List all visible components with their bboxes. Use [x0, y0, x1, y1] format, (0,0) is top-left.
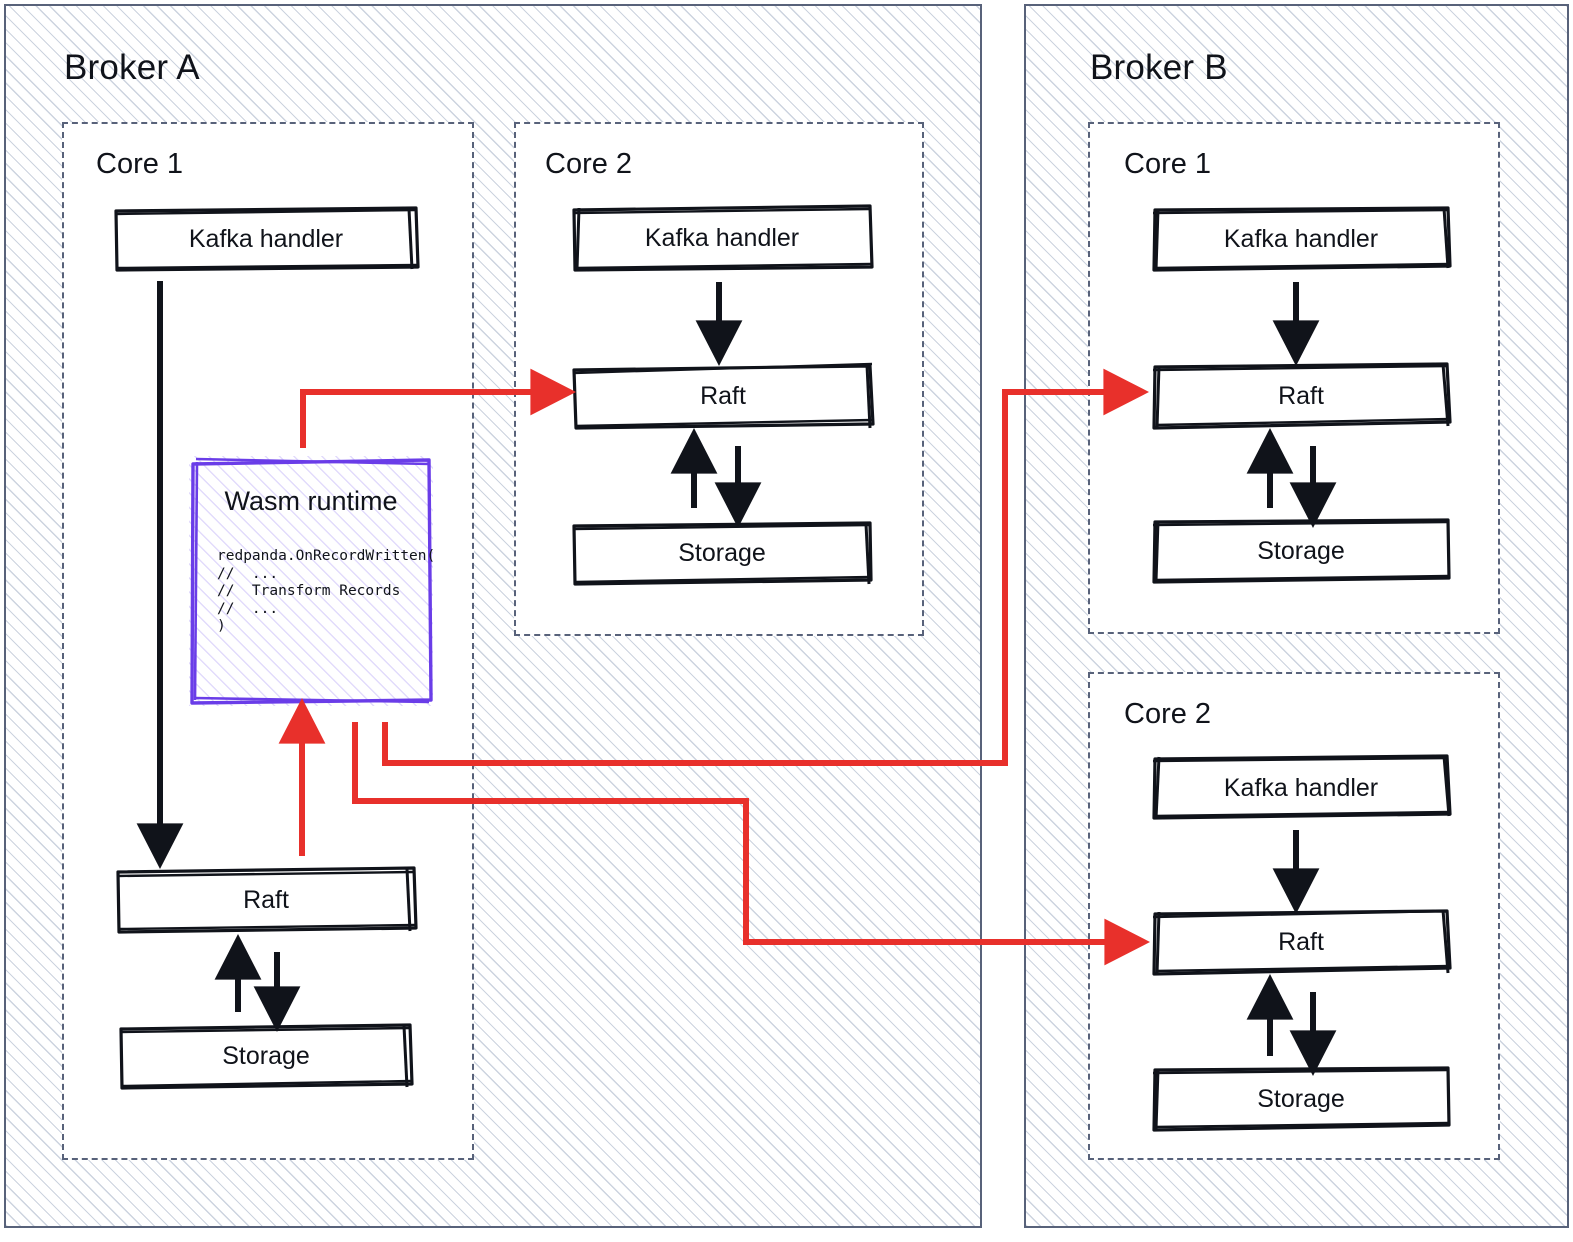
box-label: Raft [700, 381, 746, 410]
box-label: Kafka handler [644, 223, 800, 252]
box-label: Kafka handler [1223, 224, 1379, 253]
box-b2-raft: Raft [1150, 908, 1452, 976]
broker-b-core-1-title: Core 1 [1124, 148, 1212, 180]
box-a1-kafka-handler: Kafka handler [113, 206, 420, 272]
box-label: Kafka handler [188, 224, 344, 253]
box-label: Storage [1257, 536, 1345, 565]
box-label: Kafka handler [1223, 773, 1379, 802]
box-a1-storage: Storage [118, 1022, 414, 1090]
sketch-frame [572, 204, 874, 272]
broker-a-core-2-title: Core 2 [545, 148, 633, 180]
sketch-frame [1152, 362, 1452, 430]
sketch-frame [1152, 518, 1451, 584]
box-label: Raft [243, 885, 289, 914]
box-b1-raft: Raft [1150, 362, 1452, 430]
broker-b-title: Broker B [1090, 48, 1228, 87]
box-b2-kafka-handler: Kafka handler [1150, 754, 1452, 822]
broker-b-core-2-title: Core 2 [1124, 698, 1212, 730]
box-b1-kafka-handler: Kafka handler [1150, 206, 1452, 272]
box-a1-wasm-runtime: Wasm runtime redpanda.OnRecordWritten( /… [189, 456, 436, 706]
wasm-runtime-title: Wasm runtime [224, 486, 398, 516]
wasm-runtime-code: redpanda.OnRecordWritten( // ... // Tran… [217, 548, 436, 634]
sketch-frame [114, 206, 420, 272]
sketch-frame [1152, 206, 1452, 272]
broker-a-title: Broker A [64, 48, 200, 87]
box-a2-kafka-handler: Kafka handler [570, 204, 874, 272]
sketch-frame [1152, 754, 1452, 820]
box-b2-storage: Storage [1150, 1066, 1452, 1132]
box-label: Raft [1278, 927, 1324, 956]
box-label: Raft [1278, 381, 1324, 410]
box-a1-raft: Raft [114, 866, 418, 934]
box-label: Storage [1257, 1084, 1345, 1113]
box-a2-raft: Raft [570, 362, 876, 430]
box-b1-storage: Storage [1150, 518, 1452, 584]
sketch-frame [1152, 909, 1452, 976]
sketch-frame [1152, 1066, 1451, 1132]
box-a2-storage: Storage [570, 520, 874, 586]
box-label: Storage [678, 538, 766, 567]
box-label: Storage [222, 1041, 310, 1070]
broker-a-core-1-title: Core 1 [96, 148, 184, 180]
